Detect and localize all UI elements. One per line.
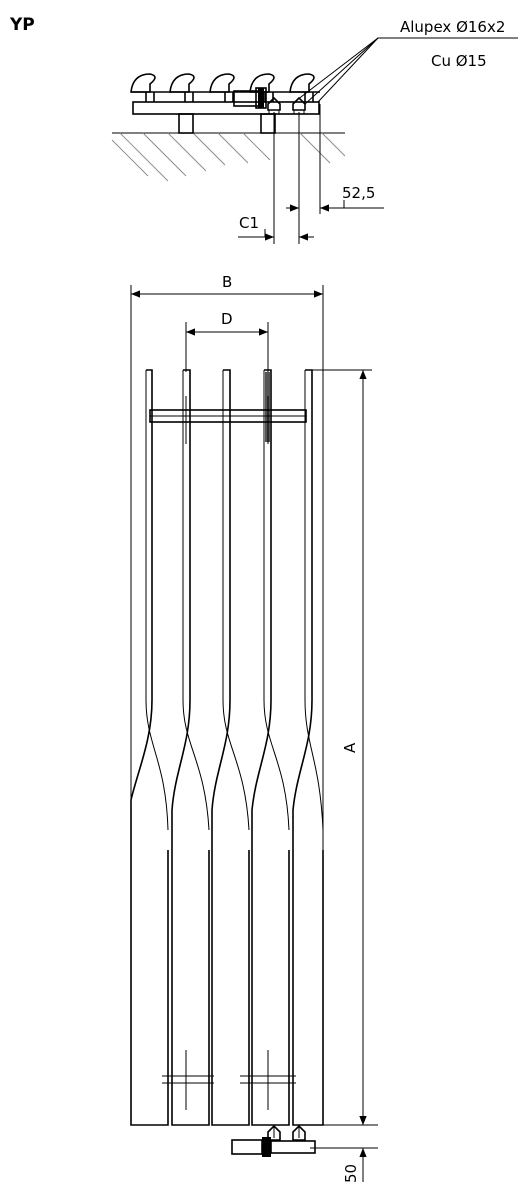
wall-hatching <box>111 132 346 182</box>
fin-3 <box>211 369 250 1126</box>
fin-5 <box>292 369 324 1126</box>
offset-label: 52,5 <box>342 184 375 202</box>
connector-bar <box>132 101 320 115</box>
valve-front <box>231 1124 316 1157</box>
alupex-label: Alupex Ø16x2 <box>400 18 505 36</box>
wall-bracket-left <box>178 113 194 134</box>
radiator-fins <box>130 369 324 1126</box>
c1-label: C1 <box>239 214 259 232</box>
pipe-connector-right <box>292 96 306 111</box>
fin-profiles <box>130 73 320 102</box>
cu-leader-2 <box>317 37 379 103</box>
model-label: YP <box>9 15 35 35</box>
alupex-leader <box>296 37 379 101</box>
height-a-label: A <box>341 742 359 753</box>
pipe-connector-left <box>267 96 281 111</box>
valve-body-top <box>233 90 263 107</box>
width-b-label: B <box>222 273 232 291</box>
spacing-d-label: D <box>221 310 233 328</box>
cu-leader <box>304 37 379 105</box>
top-view: Alupex Ø16x2 Cu Ø15 52,5 C1 <box>111 18 518 244</box>
valve-collar-fill <box>258 88 264 108</box>
wall-bracket-right <box>260 113 276 134</box>
cu-label: Cu Ø15 <box>431 52 487 70</box>
fin-4 <box>251 369 290 1126</box>
fin-2 <box>171 369 210 1126</box>
floor-label: 50 <box>342 1164 360 1183</box>
fin-1 <box>130 369 169 1126</box>
front-view: B D <box>130 273 378 1183</box>
